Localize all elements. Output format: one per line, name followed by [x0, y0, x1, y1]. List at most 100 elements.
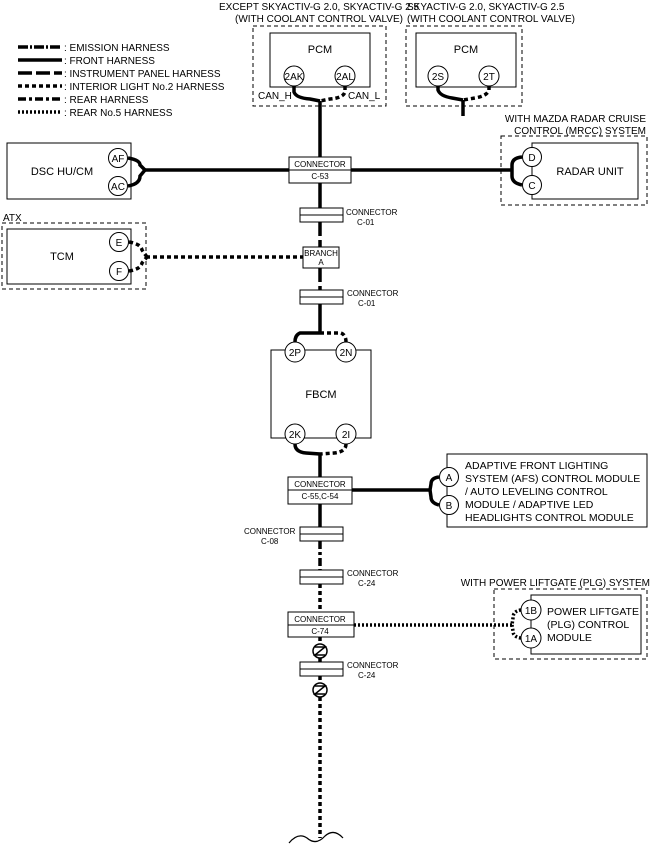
legend-label-emission: : EMISSION HARNESS — [64, 43, 170, 54]
wire-dsc-af — [127, 156, 147, 172]
dsc-pin-ac — [108, 176, 128, 196]
afs-box — [446, 453, 648, 528]
tcm-pin-e-label: E — [116, 238, 123, 249]
pcm-skyactiv-group: SKYACTIV-G 2.0, SKYACTIV-G 2.5 (WITH COO… — [405, 2, 575, 107]
afs-text-line: / AUTO LEVELING CONTROL — [465, 486, 608, 498]
plg-pin-1a-label: 1A — [525, 634, 538, 645]
wire-afs-b — [428, 489, 440, 507]
radar-group: WITH MAZDA RADAR CRUISE CONTROL (MRCC) S… — [500, 114, 648, 206]
pcm1-pin-2al-label: 2AL — [336, 72, 354, 83]
connector-c01a-label-1: CONNECTOR — [346, 208, 398, 217]
wire-dsc-ac — [127, 168, 147, 188]
wire-plg-1a — [510, 624, 522, 640]
connector-c24a-label-1: CONNECTOR — [347, 569, 399, 578]
wire-pcm2-2t — [462, 86, 491, 102]
dsc-pin-af-label: AF — [112, 154, 125, 165]
connector-branch-a-box — [302, 246, 340, 269]
plg-text-line: (PLG) CONTROL — [547, 619, 629, 631]
pcm2-caption-2: (WITH COOLANT CONTROL VALVE) — [407, 14, 575, 25]
connector-c24b-label-2: C-24 — [358, 671, 376, 680]
harness-legend: : EMISSION HARNESS : FRONT HARNESS : INS… — [18, 43, 225, 119]
wire-radar-d — [510, 155, 523, 170]
connector-c53-label-1: CONNECTOR — [294, 160, 346, 169]
wire-tcm-f — [128, 255, 149, 273]
pcm1-pin-2ak-label: 2AK — [285, 72, 304, 83]
dsc-name: DSC HU/CM — [31, 166, 93, 178]
afs-group: A B ADAPTIVE FRONT LIGHTING SYSTEM (AFS)… — [439, 453, 648, 528]
pcm1-can-h-label: CAN_H — [258, 91, 292, 102]
radar-pin-d — [522, 147, 542, 167]
plg-text-line: POWER LIFTGATE — [547, 606, 639, 618]
radar-pin-d-label: D — [528, 153, 535, 164]
legend-label-rear5: : REAR No.5 HARNESS — [64, 108, 173, 119]
wire-plg-1b — [510, 608, 522, 626]
wire-tcm-e — [128, 240, 149, 259]
dsc-pin-ac-label: AC — [111, 182, 125, 193]
pcm1-caption-1: EXCEPT SKYACTIV-G 2.0, SKYACTIV-G 2.5 — [219, 2, 420, 13]
radar-box — [531, 142, 639, 200]
pcm1-caption-2: (WITH COOLANT CONTROL VALVE) — [235, 14, 403, 25]
plg-box — [530, 594, 642, 655]
connector-c74-label-1: CONNECTOR — [294, 615, 346, 624]
twisted-pair-icon — [312, 643, 328, 659]
connector-c24a-label-2: C-24 — [358, 579, 376, 588]
tcm-name: TCM — [50, 251, 74, 263]
pcm1-name: PCM — [308, 44, 332, 56]
connector-branch-a-label-2: A — [318, 258, 324, 267]
afs-pin-a — [439, 467, 459, 487]
fbcm-box — [270, 349, 372, 439]
connector-c24b-label-1: CONNECTOR — [347, 661, 399, 670]
wire-afs-a — [428, 475, 440, 491]
wire-pcm2-2s — [436, 86, 464, 102]
wire-pcm1-can-l — [319, 86, 347, 103]
tcm-pin-f-label: F — [116, 267, 122, 278]
afs-text-line: MODULE / ADAPTIVE LED — [465, 499, 594, 511]
harness-wires — [127, 86, 523, 838]
afs-pin-b — [439, 495, 459, 515]
connector-c55-c54-label-2: C-55,C-54 — [302, 492, 339, 501]
tcm-group: ATX TCM E F — [1, 213, 147, 290]
afs-pin-b-label: B — [446, 501, 453, 512]
connector-c55-c54-label-1: CONNECTOR — [294, 480, 346, 489]
radar-caption-1: WITH MAZDA RADAR CRUISE — [505, 114, 646, 125]
radar-name: RADAR UNIT — [556, 166, 624, 178]
fbcm-pin-2i-label: 2I — [342, 430, 350, 441]
radar-pin-c-label: C — [528, 181, 535, 192]
pcm2-pin-2t-label: 2T — [483, 72, 495, 83]
plg-group: WITH POWER LIFTGATE (PLG) SYSTEM 1B 1A P… — [461, 578, 650, 660]
fbcm-pin-2k-label: 2K — [289, 430, 302, 441]
plg-caption: WITH POWER LIFTGATE (PLG) SYSTEM — [461, 578, 650, 589]
pcm1-option-frame — [252, 25, 387, 107]
plg-pin-1b-label: 1B — [525, 606, 538, 617]
pcm1-can-l-label: CAN_L — [348, 91, 381, 102]
legend-label-rear: : REAR HARNESS — [64, 95, 149, 106]
wire-fbcm-2k — [293, 443, 321, 456]
twisted-pair-icon — [312, 682, 328, 698]
connector-c08-label-2: C-08 — [261, 537, 279, 546]
connector-c53-label-2: C-53 — [311, 172, 329, 181]
pcm2-name: PCM — [454, 44, 478, 56]
afs-text-line: SYSTEM (AFS) CONTROL MODULE — [465, 473, 640, 485]
wire-radar-c — [510, 170, 523, 187]
wire-continuation-cut — [288, 831, 344, 844]
tcm-caption: ATX — [3, 213, 22, 224]
legend-label-instrument: : INSTRUMENT PANEL HARNESS — [64, 69, 221, 80]
connector-c01b-label-2: C-01 — [358, 299, 376, 308]
connectors: CONNECTOR C-53 CONNECTOR C-01 BRANCH A C… — [244, 156, 399, 698]
connector-c01a-label-2: C-01 — [357, 218, 375, 227]
afs-text-line: ADAPTIVE FRONT LIGHTING — [465, 460, 608, 472]
dsc-group: DSC HU/CM AF AC — [6, 142, 132, 200]
dsc-pin-af — [108, 148, 128, 168]
wire-pcm1-can-h — [292, 86, 321, 103]
connector-branch-a-label-1: BRANCH — [304, 249, 338, 258]
afs-text-line: HEADLIGHTS CONTROL MODULE — [465, 512, 634, 524]
connector-c74-label-2: C-74 — [311, 627, 329, 636]
wire-fbcm-2i — [319, 443, 348, 456]
radar-pin-c — [522, 175, 542, 195]
fbcm-pin-2p-label: 2P — [289, 348, 302, 359]
legend-label-front: : FRONT HARNESS — [64, 56, 155, 67]
plg-text-line: MODULE — [547, 632, 592, 644]
fbcm-group: FBCM 2P 2N 2K 2I — [270, 341, 372, 445]
wire-fbcm-2p — [293, 331, 320, 343]
